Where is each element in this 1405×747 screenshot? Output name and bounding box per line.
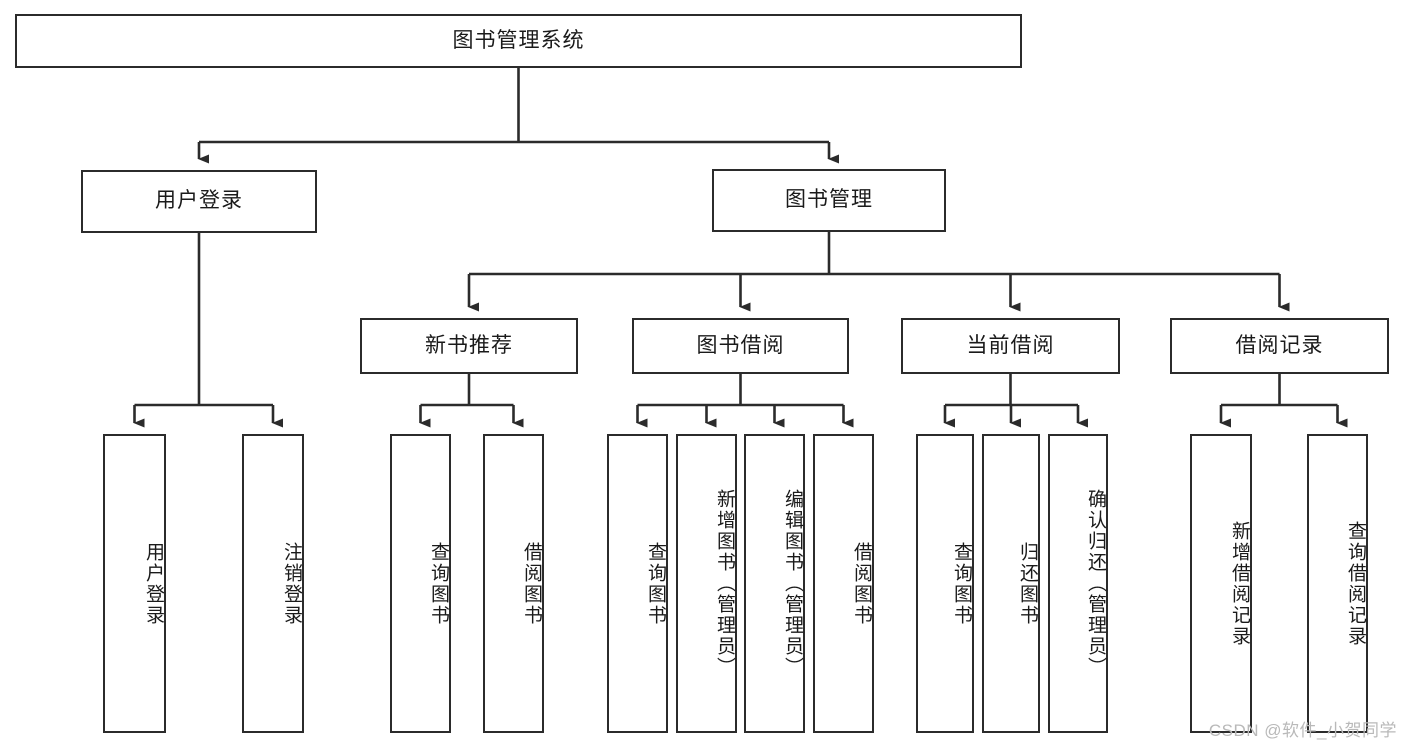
- level2-node-1[interactable]: 图书借阅: [632, 318, 849, 374]
- node-label: 查询图书: [951, 541, 972, 626]
- node-label: 借阅图书: [521, 541, 542, 626]
- node-label: 注销登录: [281, 541, 302, 626]
- node-label: 图书管理系统: [452, 28, 585, 52]
- leaf-node-3[interactable]: 借阅图书: [483, 434, 544, 733]
- leaf-node-12[interactable]: 查询借阅记录: [1307, 434, 1368, 733]
- leaf-node-2[interactable]: 查询图书: [390, 434, 451, 733]
- node-label: 借阅记录: [1235, 333, 1324, 357]
- node-label: 图书借阅: [696, 333, 785, 357]
- node-label: 查询图书: [428, 541, 449, 626]
- node-label: 确认归还（管理员）: [1085, 489, 1106, 678]
- node-label: 查询图书: [645, 541, 666, 626]
- leaf-node-5[interactable]: 新增图书（管理员）: [676, 434, 737, 733]
- leaf-node-9[interactable]: 归还图书: [982, 434, 1040, 733]
- leaf-node-8[interactable]: 查询图书: [916, 434, 974, 733]
- leaf-node-11[interactable]: 新增借阅记录: [1190, 434, 1252, 733]
- node-label: 当前借阅: [966, 333, 1055, 357]
- level2-node-0[interactable]: 新书推荐: [360, 318, 578, 374]
- leaf-node-7[interactable]: 借阅图书: [813, 434, 874, 733]
- node-label: 归还图书: [1017, 541, 1038, 626]
- root-node-book-management-system[interactable]: 图书管理系统: [15, 14, 1022, 68]
- node-label: 新增图书（管理员）: [714, 489, 735, 678]
- node-label: 图书管理: [785, 188, 873, 212]
- level2-node-2[interactable]: 当前借阅: [901, 318, 1120, 374]
- leaf-node-0[interactable]: 用户登录: [103, 434, 166, 733]
- leaf-node-6[interactable]: 编辑图书（管理员）: [744, 434, 805, 733]
- level1-node-0[interactable]: 用户登录: [81, 170, 317, 233]
- leaf-node-4[interactable]: 查询图书: [607, 434, 668, 733]
- level1-node-1[interactable]: 图书管理: [712, 169, 946, 232]
- node-label: 编辑图书（管理员）: [782, 489, 803, 678]
- csdn-watermark: CSDN @软件_小贺同学: [1208, 721, 1397, 740]
- node-label: 查询借阅记录: [1345, 520, 1366, 647]
- node-label: 借阅图书: [851, 541, 872, 626]
- node-label: 用户登录: [155, 189, 243, 213]
- level2-node-3[interactable]: 借阅记录: [1170, 318, 1389, 374]
- leaf-node-10[interactable]: 确认归还（管理员）: [1048, 434, 1108, 733]
- node-label: 新增借阅记录: [1229, 520, 1250, 647]
- node-label: 用户登录: [143, 541, 164, 626]
- leaf-node-1[interactable]: 注销登录: [242, 434, 304, 733]
- node-label: 新书推荐: [425, 333, 513, 357]
